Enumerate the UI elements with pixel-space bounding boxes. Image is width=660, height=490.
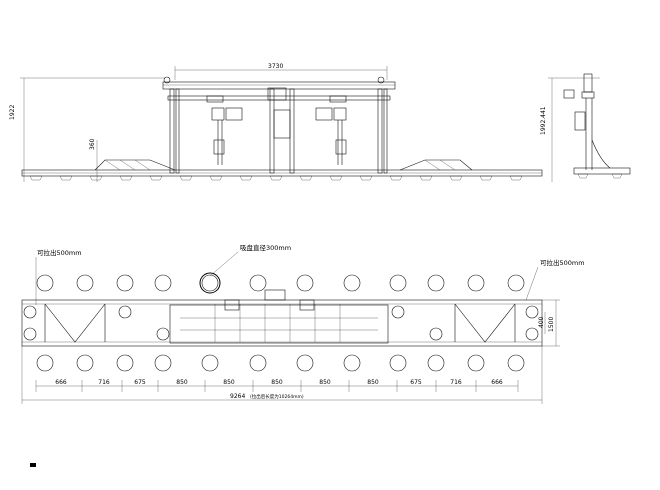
dim-seg-7: 850 — [319, 379, 331, 386]
plan-view: 可拉出500mm 吸盘直径300mm 可拉出500mm — [21, 243, 585, 404]
label-left-extend: 可拉出500mm — [37, 248, 82, 257]
dim-seg-6: 850 — [271, 379, 283, 386]
dim-seg-11: 666 — [491, 379, 503, 386]
dim-side-height: 1992.441 — [540, 106, 547, 135]
dim-seg-9: 675 — [410, 379, 422, 386]
dim-plan-width: 1500 — [548, 317, 555, 332]
dim-seg-1: 666 — [55, 379, 67, 386]
side-elevation-view: 1992.441 — [540, 73, 631, 182]
label-right-extend: 可拉出500mm — [540, 258, 585, 267]
dim-top-width: 3730 — [268, 63, 283, 70]
label-suction-diameter: 吸盘直径300mm — [240, 243, 291, 252]
dim-seg-2: 716 — [98, 379, 110, 386]
dim-left-height: 1922 — [9, 105, 16, 120]
front-elevation-view: 3730 1922 360 — [9, 63, 543, 182]
dim-total: 9264 — [230, 393, 245, 400]
bottom-dimension-labels: 666 716 675 850 850 850 850 850 675 716 … — [55, 379, 503, 386]
dim-seg-4: 850 — [176, 379, 188, 386]
dim-seg-10: 716 — [450, 379, 462, 386]
dim-total-note: (拉出后长度为10264mm) — [250, 393, 304, 400]
dim-small: 360 — [89, 138, 96, 150]
dim-plan-inner: 400 — [538, 316, 545, 328]
dim-seg-3: 675 — [134, 379, 146, 386]
corner-mark — [30, 463, 36, 467]
dim-seg-8: 850 — [367, 379, 379, 386]
dim-seg-5: 850 — [223, 379, 235, 386]
